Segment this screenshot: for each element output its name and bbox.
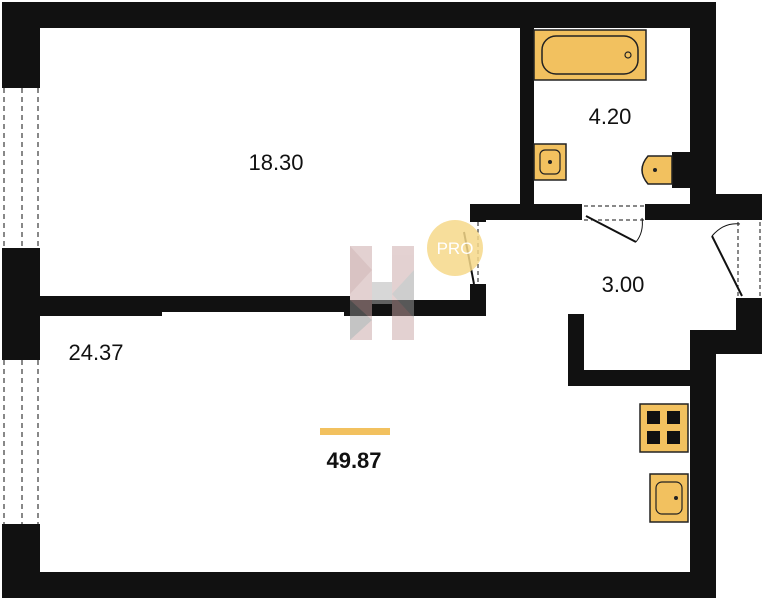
bathroom-area-label: 4.20 [589,104,632,129]
kitchen-partition-vertical [568,314,584,386]
interior-wall-left [38,296,162,316]
pro-badge-text: PRO [437,239,474,258]
bedroom-area-label: 18.30 [248,150,303,175]
hall-left-wall [470,204,486,222]
total-area-label: 49.87 [326,448,381,473]
sink-kitchen-icon [649,473,689,523]
stove-icon [639,403,689,453]
right-wall-hall-top [690,194,762,220]
bathroom-fixtures [533,29,690,188]
window-lower [2,360,40,524]
doors [463,205,762,298]
left-wall-middle [2,248,40,360]
door-entrance [711,220,762,298]
windows [2,88,40,524]
interior-wall-mid [160,296,350,312]
living-kitchen-area-label: 24.37 [68,340,123,365]
pixel-h-logo [350,246,414,340]
interior-wall-corner [470,284,486,316]
toilet-icon [641,152,690,188]
bottom-wall [2,572,716,598]
sink-bathroom-icon [533,143,567,181]
pro-badge-circle [427,220,483,276]
kitchen-fixtures [639,403,689,523]
top-wall [2,2,716,28]
right-wall-upper [690,2,716,206]
window-upper [2,88,40,248]
bathroom-bottom-wall-left [470,204,582,220]
total-area-bar [320,428,390,435]
bathroom-left-wall [520,28,534,208]
kitchen-partition-horizontal [568,370,716,386]
pro-badge: PRO [427,220,483,276]
bathtub-icon [533,29,647,81]
hallway-area-label: 3.00 [602,272,645,297]
door-bathroom [582,205,645,243]
left-wall-upper [2,2,40,88]
